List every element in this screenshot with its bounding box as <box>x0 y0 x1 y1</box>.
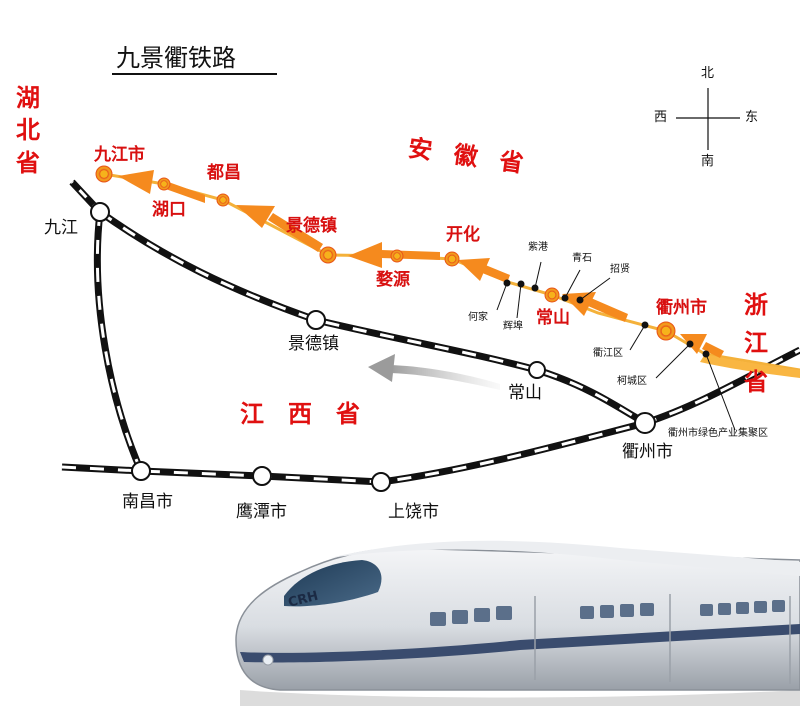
train-windshield <box>284 560 382 607</box>
arrow-2 <box>268 213 323 252</box>
station-changshan <box>528 361 546 379</box>
label-nanchang: 南昌市 <box>122 492 173 512</box>
stop-park <box>702 350 710 358</box>
rail-jiujiang-nanchang-dash <box>95 211 143 472</box>
label-industrial-park: 衢州市绿色产业集聚区 <box>668 428 768 439</box>
compass-east: 东 <box>745 110 759 125</box>
rail-jiujiang-quzhou <box>97 209 647 427</box>
arrow-4-head <box>458 258 490 281</box>
label-jiujiang-new: 九江市 <box>94 145 145 165</box>
arrow-3-head <box>348 242 382 268</box>
train-doors <box>534 594 791 684</box>
station-nanchang <box>131 461 151 481</box>
station-shangrao <box>371 472 391 492</box>
station-quzhou-new <box>656 321 676 341</box>
label-changshan: 常山 <box>508 383 542 403</box>
label-hukou: 湖口 <box>152 200 186 220</box>
station-yingtan <box>252 466 272 486</box>
train-logo: CRH <box>287 589 320 611</box>
province-zhejiang: 浙江省 <box>744 290 768 396</box>
label-duchang: 都昌 <box>207 163 241 183</box>
label-wuyuan: 婺源 <box>376 270 410 290</box>
compass <box>676 88 740 150</box>
train-stripe <box>240 624 800 663</box>
title-underline <box>112 73 277 75</box>
train-headlight <box>262 654 274 666</box>
stop-zigang <box>531 284 539 292</box>
label-kecheng: 柯城区 <box>617 376 647 387</box>
province-jiangxi: 江西省 <box>240 399 384 428</box>
label-changshan-new: 常山 <box>536 308 570 328</box>
existing-railways <box>61 179 800 486</box>
station-quzhou <box>634 412 656 434</box>
stop-hejia <box>503 279 511 287</box>
arrow-1 <box>160 179 205 203</box>
station-wuyuan <box>390 249 404 263</box>
train-roof <box>330 540 800 576</box>
arrow-1-head <box>118 170 154 194</box>
label-qingshi: 青石 <box>572 253 592 264</box>
label-yingtan: 鹰潭市 <box>236 502 287 522</box>
orange-arrows <box>118 170 724 358</box>
direction-arrow-grey <box>368 354 500 390</box>
station-hukou <box>157 177 171 191</box>
label-hejia: 何家 <box>468 312 488 323</box>
station-jiujiang <box>90 202 110 222</box>
arrow-4 <box>480 264 510 283</box>
arrow-5 <box>588 298 628 322</box>
stop-huihui <box>517 280 525 288</box>
arrow-5-head <box>562 292 596 316</box>
compass-south: 南 <box>701 154 715 169</box>
stop-kecheng <box>686 340 694 348</box>
stop-qujiang <box>641 321 649 329</box>
train-windows <box>430 600 785 626</box>
compass-west: 西 <box>654 110 668 125</box>
stop-qingshi <box>561 294 569 302</box>
station-duchang <box>216 193 230 207</box>
new-line-tail <box>700 354 800 378</box>
label-kaihua: 开化 <box>446 225 480 245</box>
rail-jiujiang-nanchang <box>93 211 145 473</box>
compass-north: 北 <box>701 66 715 81</box>
new-stations <box>95 165 676 341</box>
station-jingdezhen-new <box>319 246 337 264</box>
label-zigang: 紫港 <box>528 242 548 253</box>
label-zhaoxian: 招贤 <box>610 264 630 275</box>
map-title: 九景衢铁路 <box>116 44 236 72</box>
existing-stations <box>90 202 656 492</box>
crh-train: CRH <box>235 540 800 706</box>
arrow-3 <box>380 250 440 260</box>
label-shangrao: 上饶市 <box>388 502 439 522</box>
stop-zhaoxian <box>576 296 584 304</box>
label-huihui: 辉埠 <box>503 321 523 332</box>
label-jingdezhen: 景德镇 <box>288 334 339 354</box>
station-changshan-new <box>544 287 560 303</box>
station-kaihua <box>444 251 460 267</box>
label-qujiang: 衢江区 <box>593 348 623 359</box>
arrow-2-head <box>236 205 275 228</box>
arrow-6 <box>702 342 724 358</box>
station-jingdezhen <box>306 310 326 330</box>
minor-stops <box>496 261 736 431</box>
station-jiujiang-new <box>95 165 113 183</box>
rail-zhegan <box>61 346 800 486</box>
label-quzhou-new: 衢州市 <box>656 298 707 318</box>
province-hubei: 湖北省 <box>16 83 40 177</box>
label-jingdezhen-new: 景德镇 <box>286 216 337 236</box>
label-jiujiang: 九江 <box>44 218 78 238</box>
label-quzhou: 衢州市 <box>622 442 673 462</box>
train-shadow <box>240 690 800 706</box>
